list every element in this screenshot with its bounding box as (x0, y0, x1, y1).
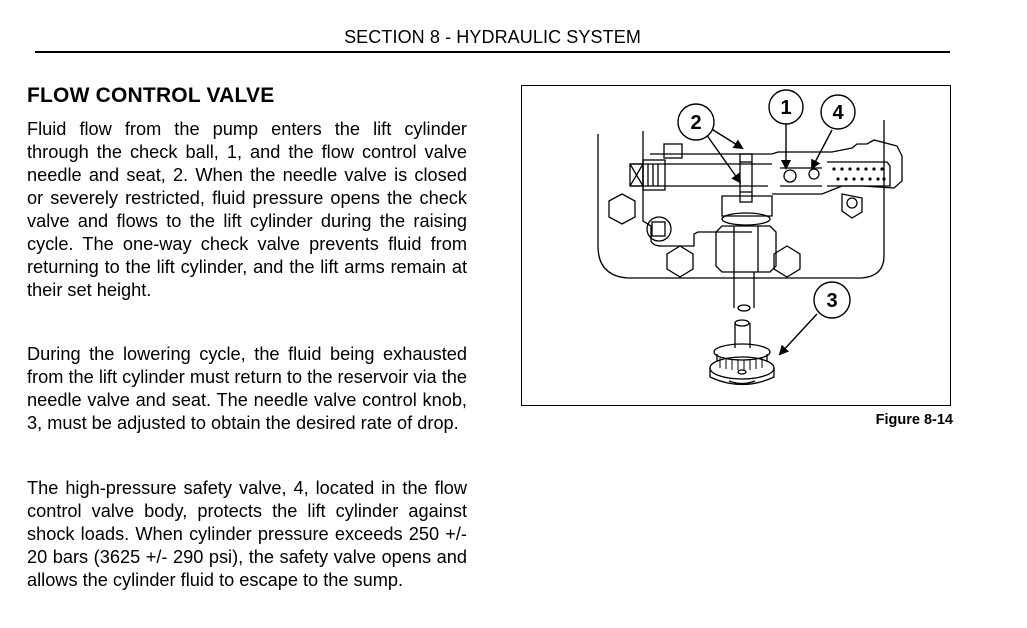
figure-flow-control-valve: 2 1 4 3 (521, 85, 951, 406)
callout-leaders (705, 124, 833, 356)
callout-circle (677, 103, 715, 141)
callout-circle (813, 281, 851, 319)
section-title: FLOW CONTROL VALVE (27, 84, 275, 107)
paragraph-raising-cycle: Fluid flow from the pump enters the lift… (27, 119, 467, 300)
section-header: SECTION 8 - HYDRAULIC SYSTEM (344, 27, 641, 47)
figure-caption: Figure 8-14 (875, 412, 953, 428)
paragraph-safety-valve: The high-pressure safety valve, 4, locat… (27, 478, 467, 590)
paragraph-lowering-cycle: During the lowering cycle, the fluid bei… (27, 344, 467, 433)
callout-number: 3 (826, 290, 837, 312)
callout-number: 1 (780, 97, 791, 119)
header-divider (35, 51, 950, 53)
leader-2a (709, 127, 744, 150)
leader-4 (811, 129, 833, 170)
callout-2: 2 (677, 103, 715, 141)
callout-1: 1 (768, 89, 804, 125)
callout-number: 2 (690, 112, 701, 134)
valve-illustration: 2 1 4 3 (597, 89, 903, 386)
callout-3: 3 (813, 281, 851, 319)
callout-number: 4 (832, 102, 844, 124)
leader-3 (778, 313, 818, 356)
valve-body-drawing (597, 120, 903, 386)
callout-4: 4 (820, 94, 856, 130)
callout-circle (820, 94, 856, 130)
callout-circle (768, 89, 804, 125)
leader-2b (705, 133, 742, 184)
